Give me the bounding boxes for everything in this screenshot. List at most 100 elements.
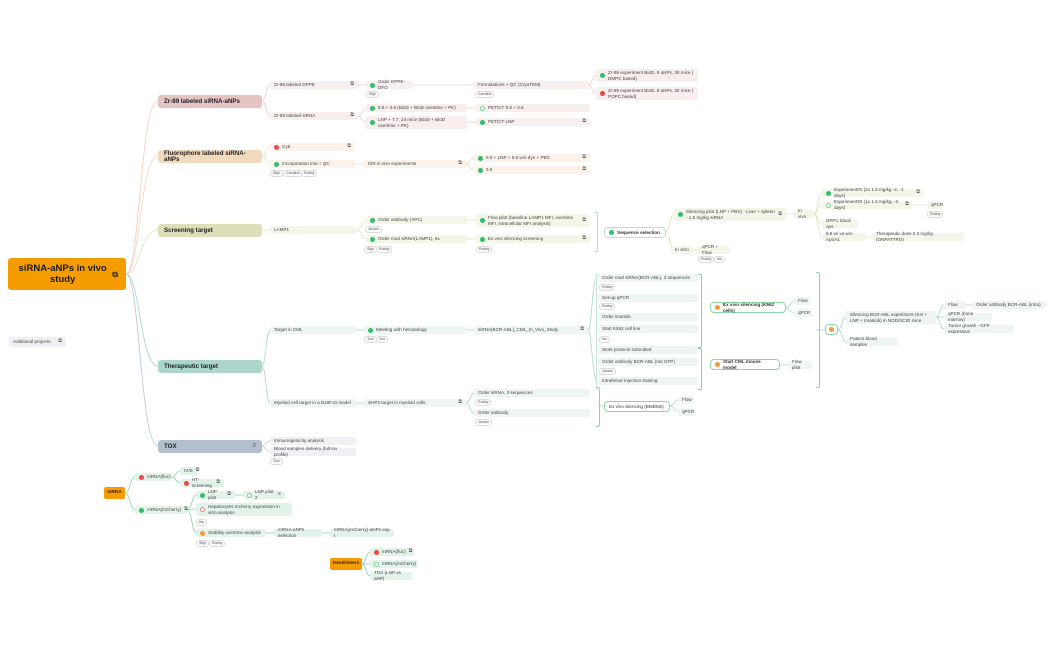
mrna-anps-selection[interactable]: mRNA-aNPs selection: [274, 527, 322, 538]
lnp-pilot[interactable]: LNP pilot⧉: [196, 489, 235, 500]
mrna-mcherry-exp1[interactable]: mRNA(mCherry)-aNPs exp I: [330, 527, 394, 538]
category-zr89[interactable]: Zr-89 labeled siRNA-aNPs: [158, 95, 262, 108]
external-link-icon[interactable]: ⧉: [582, 154, 586, 161]
external-link-icon[interactable]: ⧉: [184, 506, 188, 513]
patient-blood[interactable]: Patient blood samples: [846, 336, 898, 347]
notes-icon[interactable]: ≡: [252, 442, 256, 449]
external-link-icon[interactable]: ⧉: [350, 81, 354, 88]
external-link-icon[interactable]: ⧉: [582, 216, 586, 223]
task-item[interactable]: Order mod siRNA(BCR-ABL), 3 sequences: [598, 274, 698, 282]
meeting-hematology[interactable]: Meeting with hematology: [364, 326, 466, 334]
dend-tox[interactable]: TOX (LNP vs aNP): [370, 570, 412, 581]
therapeutic-dose[interactable]: Therapeutic dose 0.3 mg/kg (ONPATTRO): [872, 231, 964, 242]
sirna-cml-study[interactable]: siRNA(BCR-ABL)_CML_In_Vivo_Study⧉: [474, 326, 588, 334]
bmdm-flow[interactable]: Flow: [678, 396, 694, 404]
out-flow[interactable]: Flow: [944, 301, 966, 309]
lamp1[interactable]: LAMP1: [270, 226, 356, 234]
dir-exp-b[interactable]: 3.6⧉: [474, 166, 590, 174]
external-link-icon[interactable]: ⧉: [408, 548, 413, 555]
external-link-icon[interactable]: ⧉: [582, 166, 586, 173]
target-in-cml[interactable]: Target in CML: [270, 326, 356, 334]
external-link-icon[interactable]: ⧉: [227, 491, 231, 498]
task-item[interactable]: Order imatinib: [598, 313, 698, 321]
order-dppe-dfo[interactable]: Order DPPE-DFO: [366, 79, 412, 90]
petct-lnp[interactable]: PET/CT LNP⧉: [476, 118, 590, 126]
dir-exp-a[interactable]: 9.8 + LNP + 9.8 w/o dye + PBS⧉: [474, 154, 590, 162]
flow-pilot-cml[interactable]: Flow pilot: [788, 359, 812, 370]
task-item[interactable]: Work protocol submitted: [598, 346, 698, 354]
k562-flow[interactable]: Flow: [794, 297, 810, 305]
category-screening[interactable]: Screening target: [158, 224, 262, 237]
start-cml-mouse[interactable]: Start CML mouse model: [710, 359, 780, 370]
experiment-1[interactable]: Experiment#1 (2x 1.5 mg/kg -2, -1 days)⧉: [822, 187, 924, 198]
cy5[interactable]: Cy5⧉: [270, 143, 355, 151]
task-item[interactable]: Start K562 cell line: [598, 325, 698, 333]
mrna-mcherry[interactable]: mRNA(mCherry)⧉: [135, 506, 188, 514]
tumor-growth[interactable]: Tumor growth - GFP expression: [944, 323, 1014, 334]
formulations-qc[interactable]: Formulations + QC (CryoTEM): [474, 81, 588, 89]
task-item[interactable]: Set-up qPCR: [598, 294, 698, 302]
zr-sirna[interactable]: Zr-89 labeled siRNA⧉: [270, 112, 358, 120]
dppc-block-ops[interactable]: DPPC block ops: [822, 218, 858, 229]
ex-vivo-k562[interactable]: Ex vivo silencing (K562 cells): [710, 302, 786, 313]
biod-lnp[interactable]: LNP + 7.7, 24 mice (BioD + BioD overtime…: [366, 116, 467, 129]
category-tox[interactable]: TOX≡: [158, 440, 262, 453]
stability-overtime[interactable]: Stability overtime analysis: [196, 529, 266, 537]
external-link-icon[interactable]: ⧉: [916, 189, 920, 196]
notes-icon[interactable]: ≡: [278, 491, 281, 498]
external-link-icon[interactable]: ⧉: [458, 160, 462, 167]
silencing-pilot[interactable]: Silencing pilot (LNP + PBS) - Liver + sp…: [674, 208, 786, 221]
experiment-2[interactable]: Experiment#2 (1x 1.5 mg/kg, -3 days)⧉: [822, 199, 913, 210]
external-link-icon[interactable]: ⧉: [216, 479, 220, 486]
silencing-bcr-abl[interactable]: Silencing BCR-ABL experiment (9.8 + LNP …: [846, 311, 936, 324]
external-link-icon[interactable]: ⧉: [458, 399, 462, 406]
category-fluorophore[interactable]: Fluorophore labeled siRNA-aNPs: [158, 150, 262, 163]
external-link-icon[interactable]: ⧉: [350, 112, 354, 119]
external-link-icon[interactable]: ⧉: [582, 235, 586, 242]
merge-node[interactable]: [825, 324, 838, 335]
k562-qpcr[interactable]: qPCR: [794, 309, 812, 317]
dend-mcherry[interactable]: mRNA(mCherry): [370, 560, 418, 568]
incorporation-trial[interactable]: Incorporation trial + QC: [270, 160, 355, 168]
blood-samples[interactable]: Blood samples delivery (full tox profile…: [270, 446, 356, 457]
order-sirna-3[interactable]: Order siRNA, 3 sequences: [474, 389, 590, 397]
lnp-pilot-2[interactable]: LNP pilot 2≡: [243, 489, 285, 500]
mrna-root[interactable]: mRNA: [104, 487, 125, 499]
flow-pilot-lamp1[interactable]: Flow pilot (baseline LAMP1 MFI, overtime…: [476, 214, 590, 227]
task-item[interactable]: Intrafemur injection training: [598, 377, 698, 385]
petct-98-36[interactable]: PET/CT 9.8 + 3.6: [476, 104, 590, 112]
external-link-icon[interactable]: ⧉: [112, 269, 118, 279]
external-link-icon[interactable]: ⧉: [582, 118, 586, 125]
external-link-icon[interactable]: ⧉: [778, 210, 782, 217]
dend-fluc[interactable]: mRNA(fluc)⧉: [370, 548, 414, 556]
external-link-icon[interactable]: ⧉: [195, 467, 200, 474]
zr-dppe[interactable]: Zr-89 labeled DPPE⧉: [270, 81, 358, 89]
ht-screening[interactable]: HT-screening⧉: [180, 477, 224, 488]
order-ab-intra[interactable]: Order antibody BCR-ABL (intra): [972, 301, 1046, 309]
order-antibody-apc[interactable]: Order antibody (APC): [366, 216, 467, 224]
order-mod-sirna-lamp1[interactable]: Order mod siRNA(LAMP1), 6x: [366, 235, 467, 243]
external-link-icon[interactable]: ⧉: [58, 338, 62, 345]
zr-exp-popc[interactable]: Zr-89 experiment BioD, 6 aNPs, 30 mice (…: [596, 87, 698, 100]
dendrimers-root[interactable]: Dendrimers: [330, 558, 362, 570]
immunogenicity[interactable]: Immunogenicity analysis: [270, 437, 356, 445]
myeloid-target[interactable]: Myeloid cell target in a B16F10 model: [270, 399, 356, 407]
task-item[interactable]: Order antibody BCR-ABL (not GFP): [598, 358, 698, 366]
ex-vivo-screening[interactable]: Ex vivo silencing screening⧉: [476, 235, 590, 243]
in-vitro[interactable]: In vitro: [671, 246, 694, 254]
qpcr-flow[interactable]: qPCR + Flow: [698, 244, 730, 255]
biod-98-36[interactable]: 9.8 + 3.6 (BioD + BioD overtime + PK): [366, 104, 467, 112]
external-link-icon[interactable]: ⧉: [580, 326, 584, 333]
additional-projects-node[interactable]: Additional projects ⧉: [9, 337, 66, 347]
qpcr-bone-marrow[interactable]: qPCR (bone marrow): [944, 311, 992, 322]
external-link-icon[interactable]: ⧉: [905, 201, 909, 208]
category-therapeutic[interactable]: Therapeutic target: [158, 360, 262, 373]
apoa1-compare[interactable]: 9.8 w/ vs w/o ApoA1: [822, 231, 866, 242]
mrna-fluc[interactable]: mRNA(fluc): [135, 473, 172, 481]
external-link-icon[interactable]: ⧉: [347, 143, 351, 150]
hepatocytes-analysis[interactable]: Hepatocytes mcherry expression in vitro …: [196, 503, 292, 516]
ivis[interactable]: IVIS⧉: [180, 467, 200, 475]
in-vivo[interactable]: In vivo: [794, 208, 814, 219]
sequence-selection[interactable]: Sequence selection: [604, 227, 666, 238]
bmdm-qpcr[interactable]: qPCR: [678, 408, 696, 416]
